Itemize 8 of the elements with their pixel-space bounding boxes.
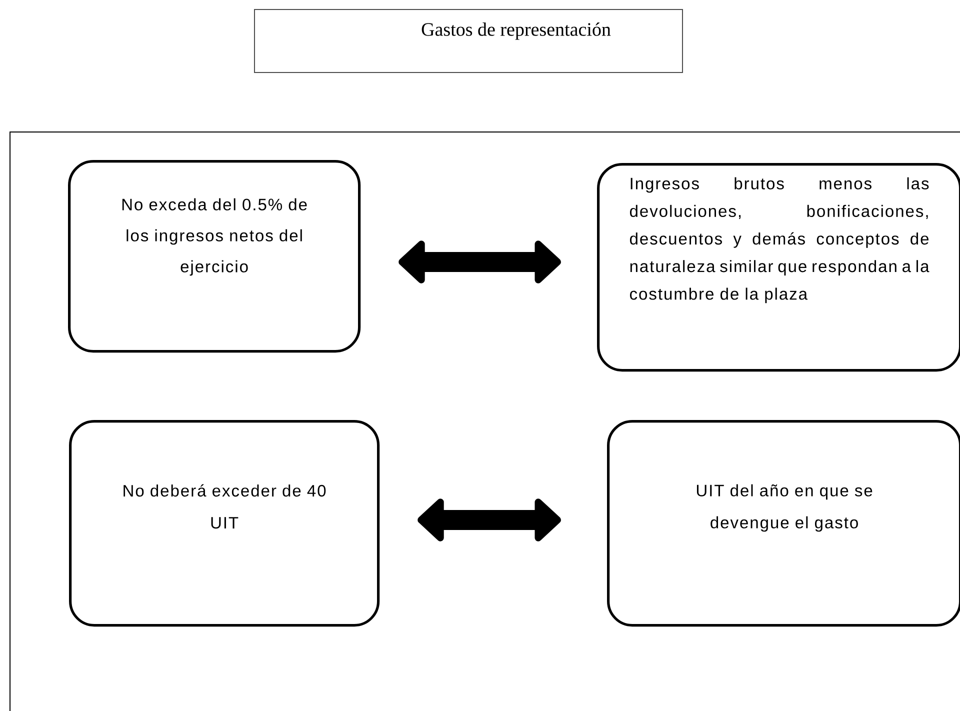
title-box: Gastos de representación: [254, 9, 683, 73]
frame: [10, 132, 960, 711]
rounded-box: Ingresos brutos menos las devoluciones, bonificaciones, descuentos y demás conceptos de naturaleza similar que respondan a la costumbre de la plaza: [597, 163, 960, 372]
double-arrow: [398, 240, 561, 284]
rounded-box: No deberá exceder de 40 UIT: [69, 420, 380, 627]
double-arrow: [418, 498, 561, 542]
rounded-box: UIT del año en que se devengue el gasto: [607, 420, 960, 627]
rounded-box: No exceda del 0.5% de los ingresos netos del ejercicio: [68, 160, 361, 353]
